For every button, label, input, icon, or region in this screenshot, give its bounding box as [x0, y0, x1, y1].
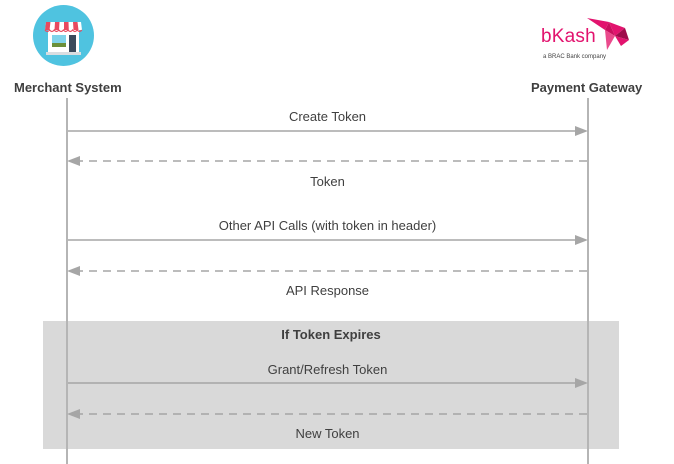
message-label-create-token: Create Token	[288, 109, 367, 124]
arrowhead-create-token	[575, 126, 588, 136]
message-label-api-response: API Response	[285, 283, 370, 298]
arrowhead-token	[67, 156, 80, 166]
merchant-lifeline	[66, 98, 68, 464]
arrowhead-api-response	[67, 266, 80, 276]
arrowhead-grant-refresh-token	[575, 378, 588, 388]
payment-gateway-label: Payment Gateway	[531, 80, 643, 95]
bkash-wordmark: bKash	[541, 26, 596, 47]
message-label-token: Token	[310, 174, 345, 189]
arrowhead-new-token	[67, 409, 80, 419]
gateway-lifeline	[587, 98, 589, 464]
storefront-icon	[33, 5, 94, 66]
bkash-tagline: a BRAC Bank company	[543, 54, 607, 60]
token-expiry-group	[43, 321, 619, 449]
bkash-bird-icon	[587, 18, 629, 50]
message-label-new-token: New Token	[295, 426, 360, 441]
arrowhead-other-api-calls	[575, 235, 588, 245]
merchant-system-label: Merchant System	[14, 80, 122, 95]
message-label-grant-refresh-token: Grant/Refresh Token	[267, 362, 388, 377]
message-label-other-api-calls: Other API Calls (with token in header)	[218, 218, 437, 233]
bkash-logo: bKash a BRAC Bank company	[541, 14, 631, 70]
group-label: If Token Expires	[281, 327, 381, 342]
